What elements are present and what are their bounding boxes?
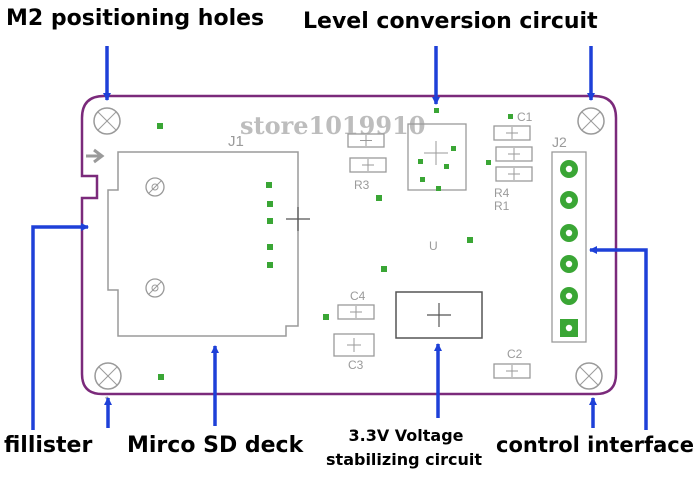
label-voltage-line2: stabilizing circuit <box>326 450 482 469</box>
silk-r1: R1 <box>494 199 510 213</box>
silk-u: U <box>429 239 438 253</box>
capacitor-c4-footprint <box>337 304 375 320</box>
mount-hole-top-left <box>93 107 121 135</box>
capacitor-c3-footprint <box>333 333 375 357</box>
label-micro-sd-deck: Mirco SD deck <box>127 433 305 458</box>
sd-socket-peg-bottom <box>145 278 165 298</box>
silk-c2: C2 <box>507 347 523 361</box>
resistor-r4-footprint <box>495 146 533 162</box>
label-control-interface: control interface <box>496 433 694 457</box>
micro-sd-socket <box>107 151 299 337</box>
board-outline <box>80 94 618 396</box>
resistor-r1-footprint <box>495 166 533 182</box>
silk-r4: R4 <box>494 186 510 200</box>
watermark-text: store1019910 <box>240 111 425 140</box>
via-pads <box>157 108 513 380</box>
capacitor-c1-footprint <box>493 125 531 141</box>
sd-socket-peg-top <box>145 177 165 197</box>
silk-r3: R3 <box>354 178 370 192</box>
silk-c3: C3 <box>348 358 364 372</box>
resistor-r3-footprint <box>349 157 387 173</box>
mount-hole-bottom-right <box>575 362 603 390</box>
label-voltage-line1: 3.3V Voltage <box>348 426 463 445</box>
silk-j2: J2 <box>552 134 567 150</box>
label-fillister: fillister <box>4 433 92 458</box>
card-insert-arrow-icon <box>86 148 105 164</box>
callout-arrows <box>31 46 648 430</box>
voltage-regulator-footprint <box>395 291 483 339</box>
header-j2-outline <box>551 151 587 343</box>
silk-c4: C4 <box>350 289 366 303</box>
header-pin-holes <box>565 165 573 332</box>
arrow-fillister <box>31 223 89 430</box>
arrow-control-interface <box>589 246 648 430</box>
label-level-conversion-circuit: Level conversion circuit <box>303 9 598 34</box>
mount-hole-bottom-left <box>94 362 122 390</box>
capacitor-c2-footprint <box>493 363 531 379</box>
resistor-footprint <box>347 133 385 148</box>
label-m2-positioning-holes: M2 positioning holes <box>6 6 264 31</box>
silk-j1: J1 <box>228 133 244 150</box>
silk-c1: C1 <box>517 110 533 124</box>
sd-socket-center-cross <box>286 207 310 231</box>
mount-hole-top-right <box>577 107 605 135</box>
